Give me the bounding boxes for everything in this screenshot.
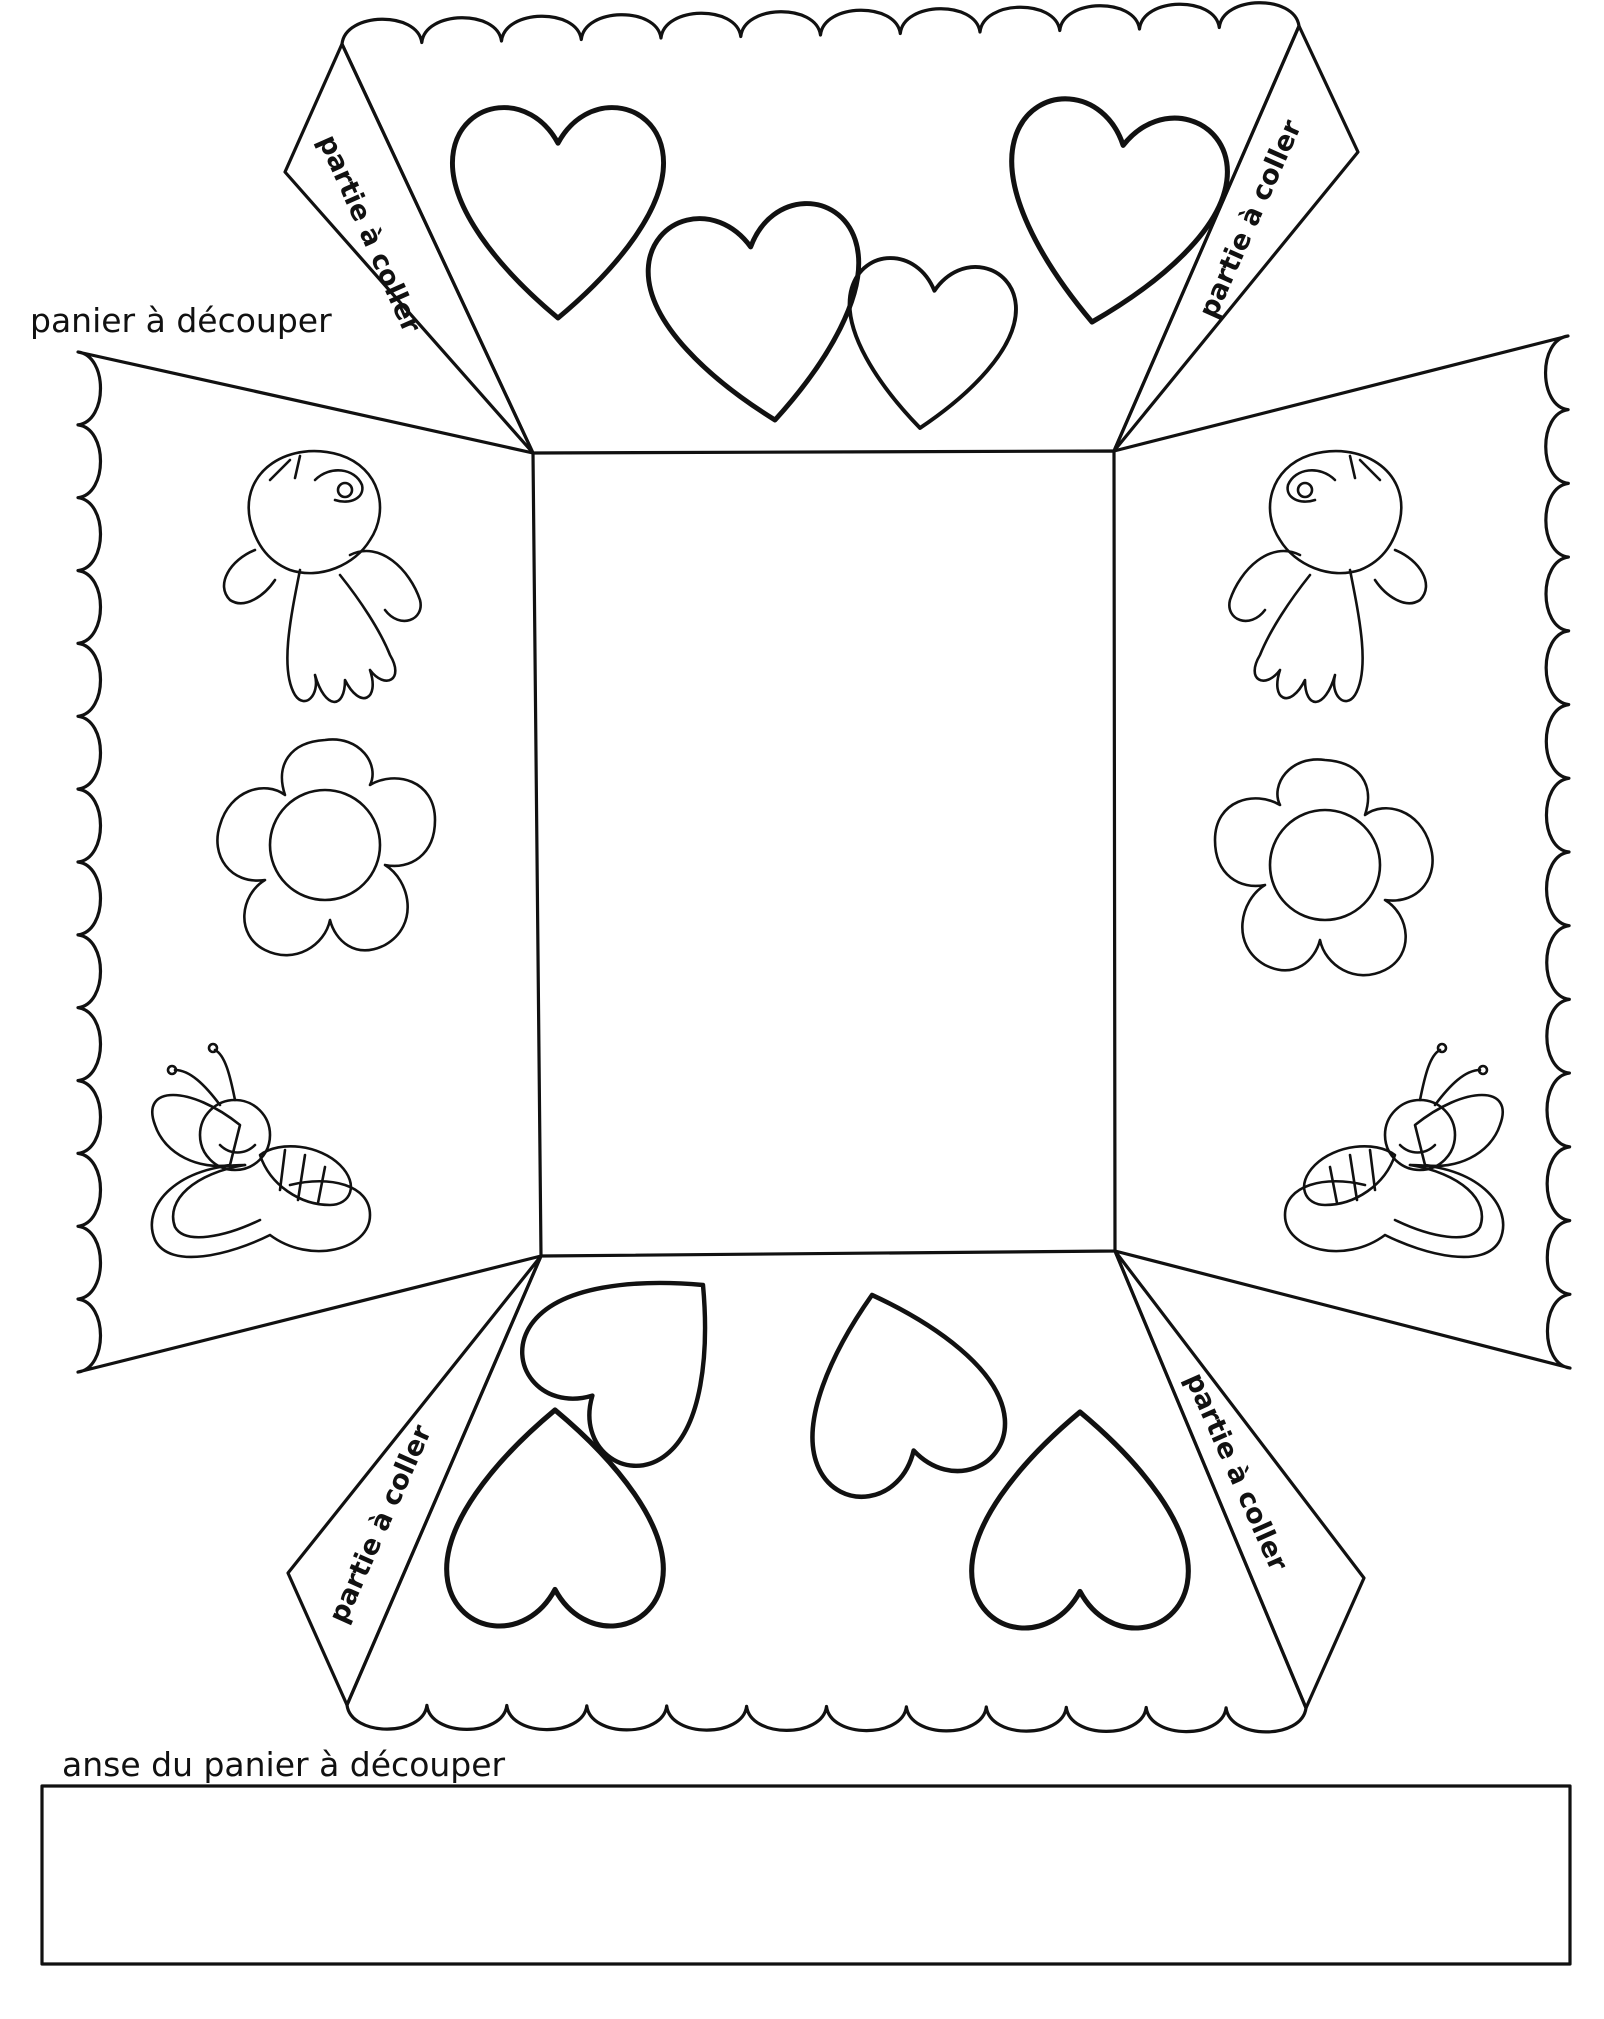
glue-tab-top-right (1112, 24, 1360, 453)
heart-icon (969, 1409, 1191, 1631)
glue-tab-label-bottom-left: partie à coller (323, 1420, 438, 1628)
glue-tab-bottom-left (286, 1254, 543, 1707)
heart-icon (444, 1407, 666, 1629)
heart-icon (1009, 96, 1230, 325)
basket-base-panel (531, 449, 1117, 1258)
basket-handle-strip (40, 1784, 1572, 1966)
flower-icon (216, 738, 437, 957)
heart-icon (810, 1292, 1008, 1499)
heart-icon (847, 256, 1018, 430)
glue-tab-bottom-right (1113, 1249, 1366, 1710)
heart-icon (520, 1280, 708, 1468)
flower-icon (1213, 758, 1434, 977)
bird-icon (1228, 449, 1428, 704)
bottom-wall-panel (345, 1249, 1308, 1734)
butterfly-icon (1283, 1042, 1505, 1259)
right-wall-panel (1112, 334, 1572, 1370)
left-wall-panel (76, 350, 543, 1374)
butterfly-icon (150, 1042, 372, 1259)
top-wall-panel (340, 1, 1301, 455)
heart-icon (450, 105, 666, 321)
handle-cut-label: anse du panier à découper (62, 1745, 506, 1784)
bird-icon (222, 449, 422, 704)
glue-tab-top-left (283, 42, 535, 455)
heart-icon (645, 201, 862, 423)
basket-cut-label: panier à découper (30, 301, 332, 340)
